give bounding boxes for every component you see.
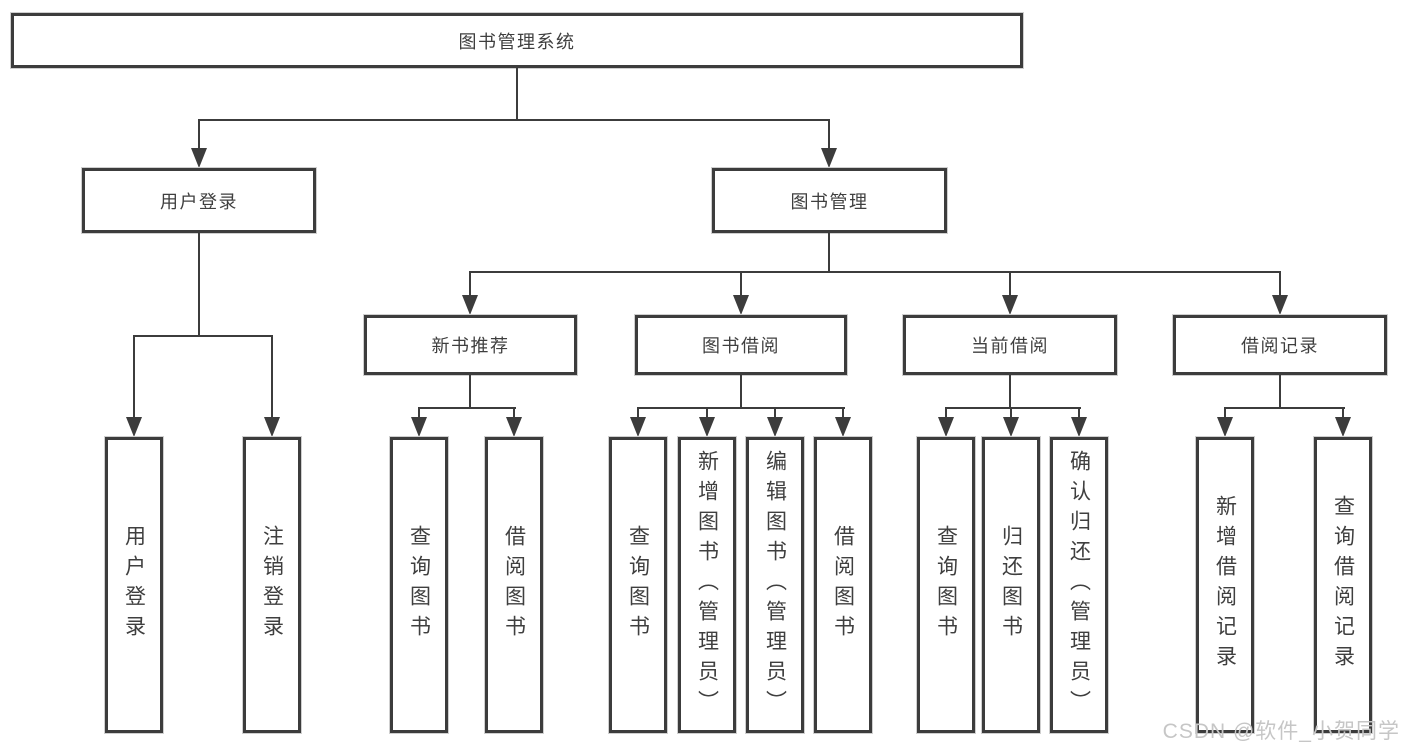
node-library-system: 图书管理系统: [11, 13, 1023, 68]
node-label: 借阅图书: [831, 525, 855, 645]
node-user-login-group: 用户登录: [82, 168, 316, 233]
node-confirm-return-admin: 确认归还（管理员）: [1050, 437, 1108, 733]
node-label: 借阅记录: [1241, 336, 1319, 356]
node-label: 查询图书: [934, 525, 958, 645]
node-label: 确认归还（管理员）: [1067, 450, 1091, 720]
arrow-down: [506, 417, 522, 437]
node-label: 归还图书: [999, 525, 1023, 645]
node-return-books: 归还图书: [982, 437, 1040, 733]
connector-line: [1009, 375, 1011, 409]
connector-line: [828, 119, 830, 151]
connector-line: [198, 233, 200, 336]
node-label: 编辑图书（管理员）: [763, 450, 787, 720]
node-label: 图书借阅: [702, 336, 780, 356]
connector-line: [1342, 407, 1344, 421]
connector-line: [706, 407, 708, 421]
node-label: 用户登录: [122, 525, 146, 645]
arrow-down: [1003, 417, 1019, 437]
arrow-down: [733, 295, 749, 315]
connector-line: [637, 407, 845, 409]
connector-line: [842, 407, 844, 421]
arrow-down: [630, 417, 646, 437]
arrow-down: [835, 417, 851, 437]
node-label: 借阅图书: [502, 525, 526, 645]
node-borrow-books: 借阅图书: [814, 437, 872, 733]
arrow-down: [821, 148, 837, 168]
node-label: 查询图书: [626, 525, 650, 645]
node-logout: 注销登录: [243, 437, 301, 733]
node-label: 新书推荐: [431, 336, 510, 356]
connector-line: [469, 271, 1281, 273]
node-label: 当前借阅: [971, 336, 1049, 356]
connector-line: [133, 335, 135, 420]
connector-line: [945, 407, 1081, 409]
node-borrowing-records: 借阅记录: [1173, 315, 1387, 375]
connector-line: [516, 68, 518, 120]
connector-line: [740, 271, 742, 297]
connector-line: [418, 407, 420, 421]
node-label: 注销登录: [260, 525, 284, 645]
arrow-down: [938, 417, 954, 437]
node-label: 用户登录: [160, 191, 238, 212]
connector-line: [1224, 407, 1226, 421]
node-add-borrow-record: 新增借阅记录: [1196, 437, 1254, 733]
connector-line: [1279, 271, 1281, 297]
connector-line: [1224, 407, 1345, 409]
node-query-books-current: 查询图书: [917, 437, 975, 733]
arrow-down: [1071, 417, 1087, 437]
connector-line: [637, 407, 639, 421]
arrow-down: [462, 295, 478, 315]
node-label: 图书管理系统: [458, 31, 576, 52]
node-new-book-recommendation: 新书推荐: [364, 315, 577, 375]
connector-line: [513, 407, 515, 421]
connector-line: [469, 375, 471, 409]
node-user-login: 用户登录: [105, 437, 163, 733]
arrow-down: [1002, 295, 1018, 315]
connector-line: [198, 119, 200, 151]
connector-line: [198, 119, 830, 121]
connector-line: [1078, 407, 1080, 421]
connector-line: [418, 407, 516, 409]
node-label: 查询图书: [407, 525, 431, 645]
arrow-down: [699, 417, 715, 437]
node-book-borrowing: 图书借阅: [635, 315, 847, 375]
connector-line: [271, 335, 273, 420]
arrow-down: [767, 417, 783, 437]
node-query-books-borrowing: 查询图书: [609, 437, 667, 733]
watermark-text: CSDN @软件_小贺同学: [1162, 720, 1400, 743]
connector-line: [469, 271, 471, 297]
node-label: 新增借阅记录: [1213, 495, 1237, 675]
arrow-down: [411, 417, 427, 437]
arrow-down: [264, 417, 280, 437]
arrow-down: [1335, 417, 1351, 437]
connector-line: [1279, 375, 1281, 409]
connector-line: [945, 407, 947, 421]
connector-line: [774, 407, 776, 421]
node-label: 新增图书（管理员）: [695, 450, 719, 720]
node-label: 图书管理: [790, 191, 869, 212]
node-query-books-recommend: 查询图书: [390, 437, 448, 733]
node-book-management: 图书管理: [712, 168, 947, 233]
connector-line: [1010, 407, 1012, 421]
node-add-book-admin: 新增图书（管理员）: [678, 437, 736, 733]
node-edit-book-admin: 编辑图书（管理员）: [746, 437, 804, 733]
node-current-borrowing: 当前借阅: [903, 315, 1117, 375]
arrow-down: [191, 148, 207, 168]
node-query-borrow-record: 查询借阅记录: [1314, 437, 1372, 733]
arrow-down: [1272, 295, 1288, 315]
node-borrow-books-recommend: 借阅图书: [485, 437, 543, 733]
connector-line: [1009, 271, 1011, 297]
connector-line: [828, 233, 830, 272]
node-label: 查询借阅记录: [1331, 495, 1355, 675]
arrow-down: [126, 417, 142, 437]
connector-line: [740, 375, 742, 409]
connector-line: [133, 335, 273, 337]
arrow-down: [1217, 417, 1233, 437]
